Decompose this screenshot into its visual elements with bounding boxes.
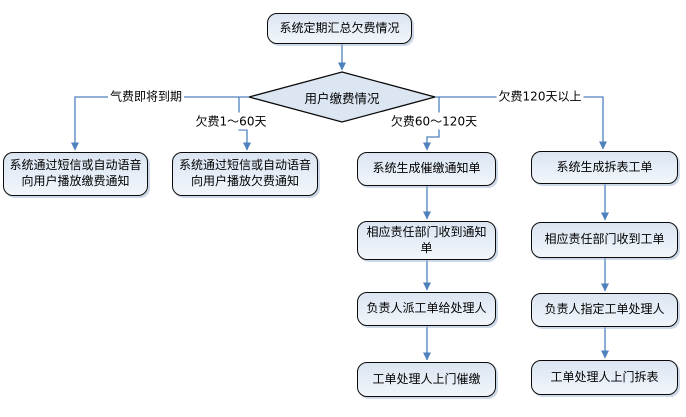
branch2-step1-node: 系统通过短信或自动语音向用户播放欠费通知 [172, 152, 318, 196]
branch4-step2-node: 相应责任部门收到工单 [531, 222, 678, 258]
branch3-step3-node: 负责人派工单给处理人 [357, 292, 496, 326]
start-node: 系统定期汇总欠费情况 [267, 13, 412, 44]
edge-label-branch2: 欠费1～60天 [193, 112, 269, 130]
branch3-step4-node: 工单处理人上门催缴 [357, 362, 496, 397]
branch4-step3-node: 负责人指定工单处理人 [531, 293, 678, 327]
branch3-step1-node: 系统生成催缴通知单 [357, 152, 496, 186]
branch4-step4-node: 工单处理人上门拆表 [531, 360, 678, 395]
decision-node-label: 用户缴费情况 [304, 90, 380, 106]
edge-label-branch3: 欠费60～120天 [388, 112, 480, 130]
branch3-step2-node: 相应责任部门收到通知单 [357, 221, 496, 260]
edge-label-branch1: 气费即将到期 [107, 87, 185, 105]
edge-label-branch4: 欠费120天以上 [496, 87, 584, 105]
branch1-step1-node: 系统通过短信或自动语音向用户播放缴费通知 [3, 152, 148, 196]
branch4-step1-node: 系统生成拆表工单 [531, 151, 678, 184]
